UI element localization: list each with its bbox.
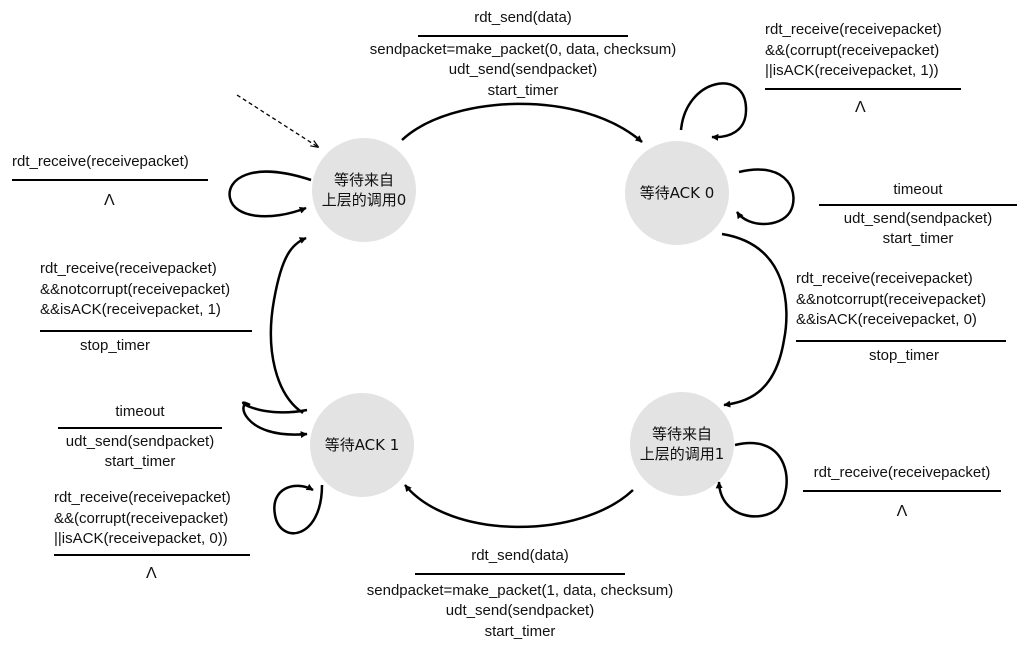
arrow-ack1-self-corrupt [273, 483, 324, 535]
event-text: &&isACK(receivepacket, 1) [40, 301, 221, 318]
event-text: &&notcorrupt(receivepacket) [40, 280, 231, 298]
label-divider [12, 178, 208, 181]
arrow-call1-to-ack1 [404, 484, 634, 529]
arrow-call0-self [228, 170, 312, 218]
state-wait-ack-0: 等待ACK 0 [625, 141, 729, 245]
event-text: rdt_receive(receivepacket) [54, 489, 231, 506]
event-text: rdt_receive(receivepacket) [765, 21, 942, 38]
event-text: &&(corrupt(receivepacket) [54, 509, 229, 527]
label-divider [819, 203, 1017, 206]
state-wait-call-1: 等待来自 上层的调用1 [630, 392, 734, 496]
lambda-action: Λ [896, 502, 908, 520]
event-text: rdt_receive(receivepacket) [12, 153, 189, 170]
label-send1: rdt_send(data) sendpacket=make_packet(1,… [346, 546, 694, 642]
label-divider [803, 489, 1001, 492]
label-divider [40, 329, 252, 332]
action-text: start_timer [882, 230, 954, 247]
state-label: 等待ACK 0 [639, 184, 715, 202]
label-divider [58, 426, 222, 429]
arrow-ack0-to-call1 [721, 232, 788, 408]
label-call1-self: rdt_receive(receivepacket) Λ [802, 463, 1002, 522]
label-ack0-self-corrupt: rdt_receive(receivepacket) &&(corrupt(re… [765, 20, 965, 118]
arrow-ack1-to-call0 [269, 236, 307, 415]
lambda-action: Λ [855, 98, 866, 116]
event-text: rdt_receive(receivepacket) [40, 260, 217, 277]
action-text: sendpacket=make_packet(1, data, checksum… [366, 581, 674, 599]
event-text: timeout [893, 181, 943, 198]
arrow-call1-self [715, 441, 788, 518]
label-send0: rdt_send(data) sendpacket=make_packet(0,… [346, 8, 700, 101]
action-text: sendpacket=make_packet(0, data, checksum… [369, 40, 677, 58]
label-ack1-self-corrupt: rdt_receive(receivepacket) &&(corrupt(re… [54, 488, 254, 584]
state-label-line: 等待来自 [651, 425, 712, 443]
action-text: udt_send(sendpacket) [65, 432, 215, 450]
label-ack0-to-call1: rdt_receive(receivepacket) &&notcorrupt(… [796, 269, 1012, 366]
state-label-line: 上层的调用1 [639, 445, 725, 463]
lambda-action: Λ [146, 564, 157, 582]
action-text: start_timer [104, 453, 176, 470]
label-ack1-timeout: timeout udt_send(sendpacket) start_timer [55, 402, 225, 473]
action-text: stop_timer [868, 346, 940, 364]
action-text: start_timer [484, 622, 556, 640]
event-text: &&(corrupt(receivepacket) [765, 41, 940, 59]
arrow-ack0-timeout [735, 168, 795, 226]
label-divider [796, 339, 1006, 342]
label-divider [765, 87, 961, 90]
arrow-call0-to-ack0 [401, 102, 643, 143]
state-wait-call-0: 等待来自 上层的调用0 [312, 138, 416, 242]
state-label: 等待ACK 1 [324, 436, 400, 454]
label-ack0-timeout: timeout udt_send(sendpacket) start_timer [818, 180, 1018, 250]
arrow-ack0-self-corrupt [679, 82, 748, 141]
event-text: &&isACK(receivepacket, 0) [796, 311, 977, 328]
event-text: rdt_send(data) [474, 9, 572, 26]
initial-state-arrow [236, 94, 318, 147]
event-text: timeout [115, 403, 165, 420]
action-text: stop_timer [79, 336, 151, 354]
action-text: udt_send(sendpacket) [448, 61, 598, 78]
event-text: &&notcorrupt(receivepacket) [796, 290, 987, 308]
state-label-line: 上层的调用0 [321, 191, 407, 209]
label-divider [54, 553, 250, 556]
lambda-action: Λ [104, 191, 115, 209]
event-text: rdt_receive(receivepacket) [796, 270, 973, 287]
event-text: rdt_send(data) [471, 547, 569, 564]
action-text: start_timer [487, 81, 559, 99]
action-text: udt_send(sendpacket) [843, 209, 993, 227]
label-ack1-to-call0: rdt_receive(receivepacket) &&notcorrupt(… [40, 259, 256, 356]
label-divider [418, 34, 628, 37]
state-wait-ack-1: 等待ACK 1 [310, 393, 414, 497]
label-divider [415, 572, 625, 575]
label-call0-self: rdt_receive(receivepacket) Λ [12, 152, 212, 211]
action-text: udt_send(sendpacket) [445, 602, 595, 619]
arrow-ack1-timeout [242, 401, 308, 439]
event-text: ||isACK(receivepacket, 0)) [54, 530, 228, 547]
event-text: ||isACK(receivepacket, 1)) [765, 62, 939, 79]
state-label-line: 等待来自 [333, 171, 394, 189]
event-text: rdt_receive(receivepacket) [813, 464, 991, 481]
